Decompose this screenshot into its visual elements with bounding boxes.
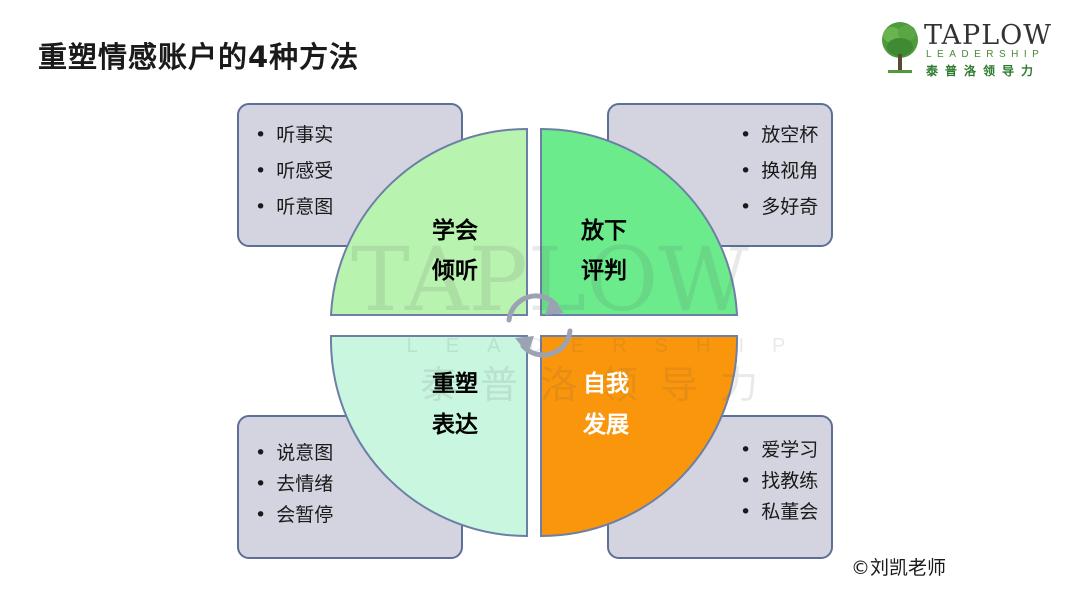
- watermark-sub: LEADERSHIP: [407, 335, 814, 357]
- arrow-head-bottom: [515, 336, 534, 354]
- bullet-item: 会暂停: [255, 500, 461, 531]
- taplow-logo: TAPLOW LEADERSHIP 泰普洛领导力: [880, 18, 1060, 78]
- bullet-item: 放空杯: [740, 117, 818, 153]
- cycle-arrows-icon: [506, 293, 573, 358]
- quadrant-bottom-left: [329, 335, 528, 538]
- bullet-item: 爱学习: [740, 435, 818, 466]
- quadrant-label-top-left-2: 倾听: [431, 258, 478, 284]
- tree-icon: [882, 22, 918, 73]
- page-title: 重塑情感账户的4种方法: [38, 40, 360, 74]
- logo-brand: TAPLOW: [924, 20, 1053, 51]
- logo-subtitle: LEADERSHIP: [926, 49, 1045, 60]
- bullet-item: 说意图: [255, 438, 461, 469]
- copyright-note: ©刘凯老师: [851, 557, 947, 579]
- bullet-item: 换视角: [740, 153, 818, 189]
- logo-chinese: 泰普洛领导力: [926, 64, 1041, 78]
- arrow-head-top: [545, 297, 564, 315]
- bullet-item: 找教练: [740, 466, 818, 497]
- quadrant-bottom-right: [540, 335, 739, 538]
- quadrant-label-bottom-left-1: 重塑: [432, 371, 478, 397]
- bullet-item: 听意图: [255, 189, 461, 225]
- watermark-brand: TAPLOW: [351, 228, 749, 331]
- bullet-item: 听感受: [255, 153, 461, 189]
- bullet-list-top-left: 听事实 听感受 听意图: [239, 105, 461, 225]
- watermark-cn: 泰普洛领导力: [420, 363, 780, 407]
- bullet-item: 听事实: [255, 117, 461, 153]
- bullet-list-top-right: 放空杯 换视角 多好奇: [740, 117, 818, 225]
- quadrant-label-bottom-right-1: 自我: [583, 370, 629, 397]
- quadrant-label-top-right-2: 评判: [581, 258, 627, 284]
- quadrant-label-top-left-1: 学会: [432, 217, 478, 244]
- bullet-item: 多好奇: [740, 189, 818, 225]
- bullet-list-bottom-left: 说意图 去情绪 会暂停: [239, 417, 461, 531]
- bullet-item: 去情绪: [255, 469, 461, 500]
- quadrant-top-left: [329, 127, 528, 316]
- quadrant-top-right: [540, 127, 739, 316]
- bullet-list-bottom-right: 爱学习 找教练 私董会: [740, 435, 818, 528]
- quadrant-label-bottom-right-2: 发展: [582, 411, 629, 438]
- quadrant-label-top-right-1: 放下: [580, 217, 627, 244]
- bullet-item: 私董会: [740, 497, 818, 528]
- quadrant-label-bottom-left-2: 表达: [432, 412, 478, 438]
